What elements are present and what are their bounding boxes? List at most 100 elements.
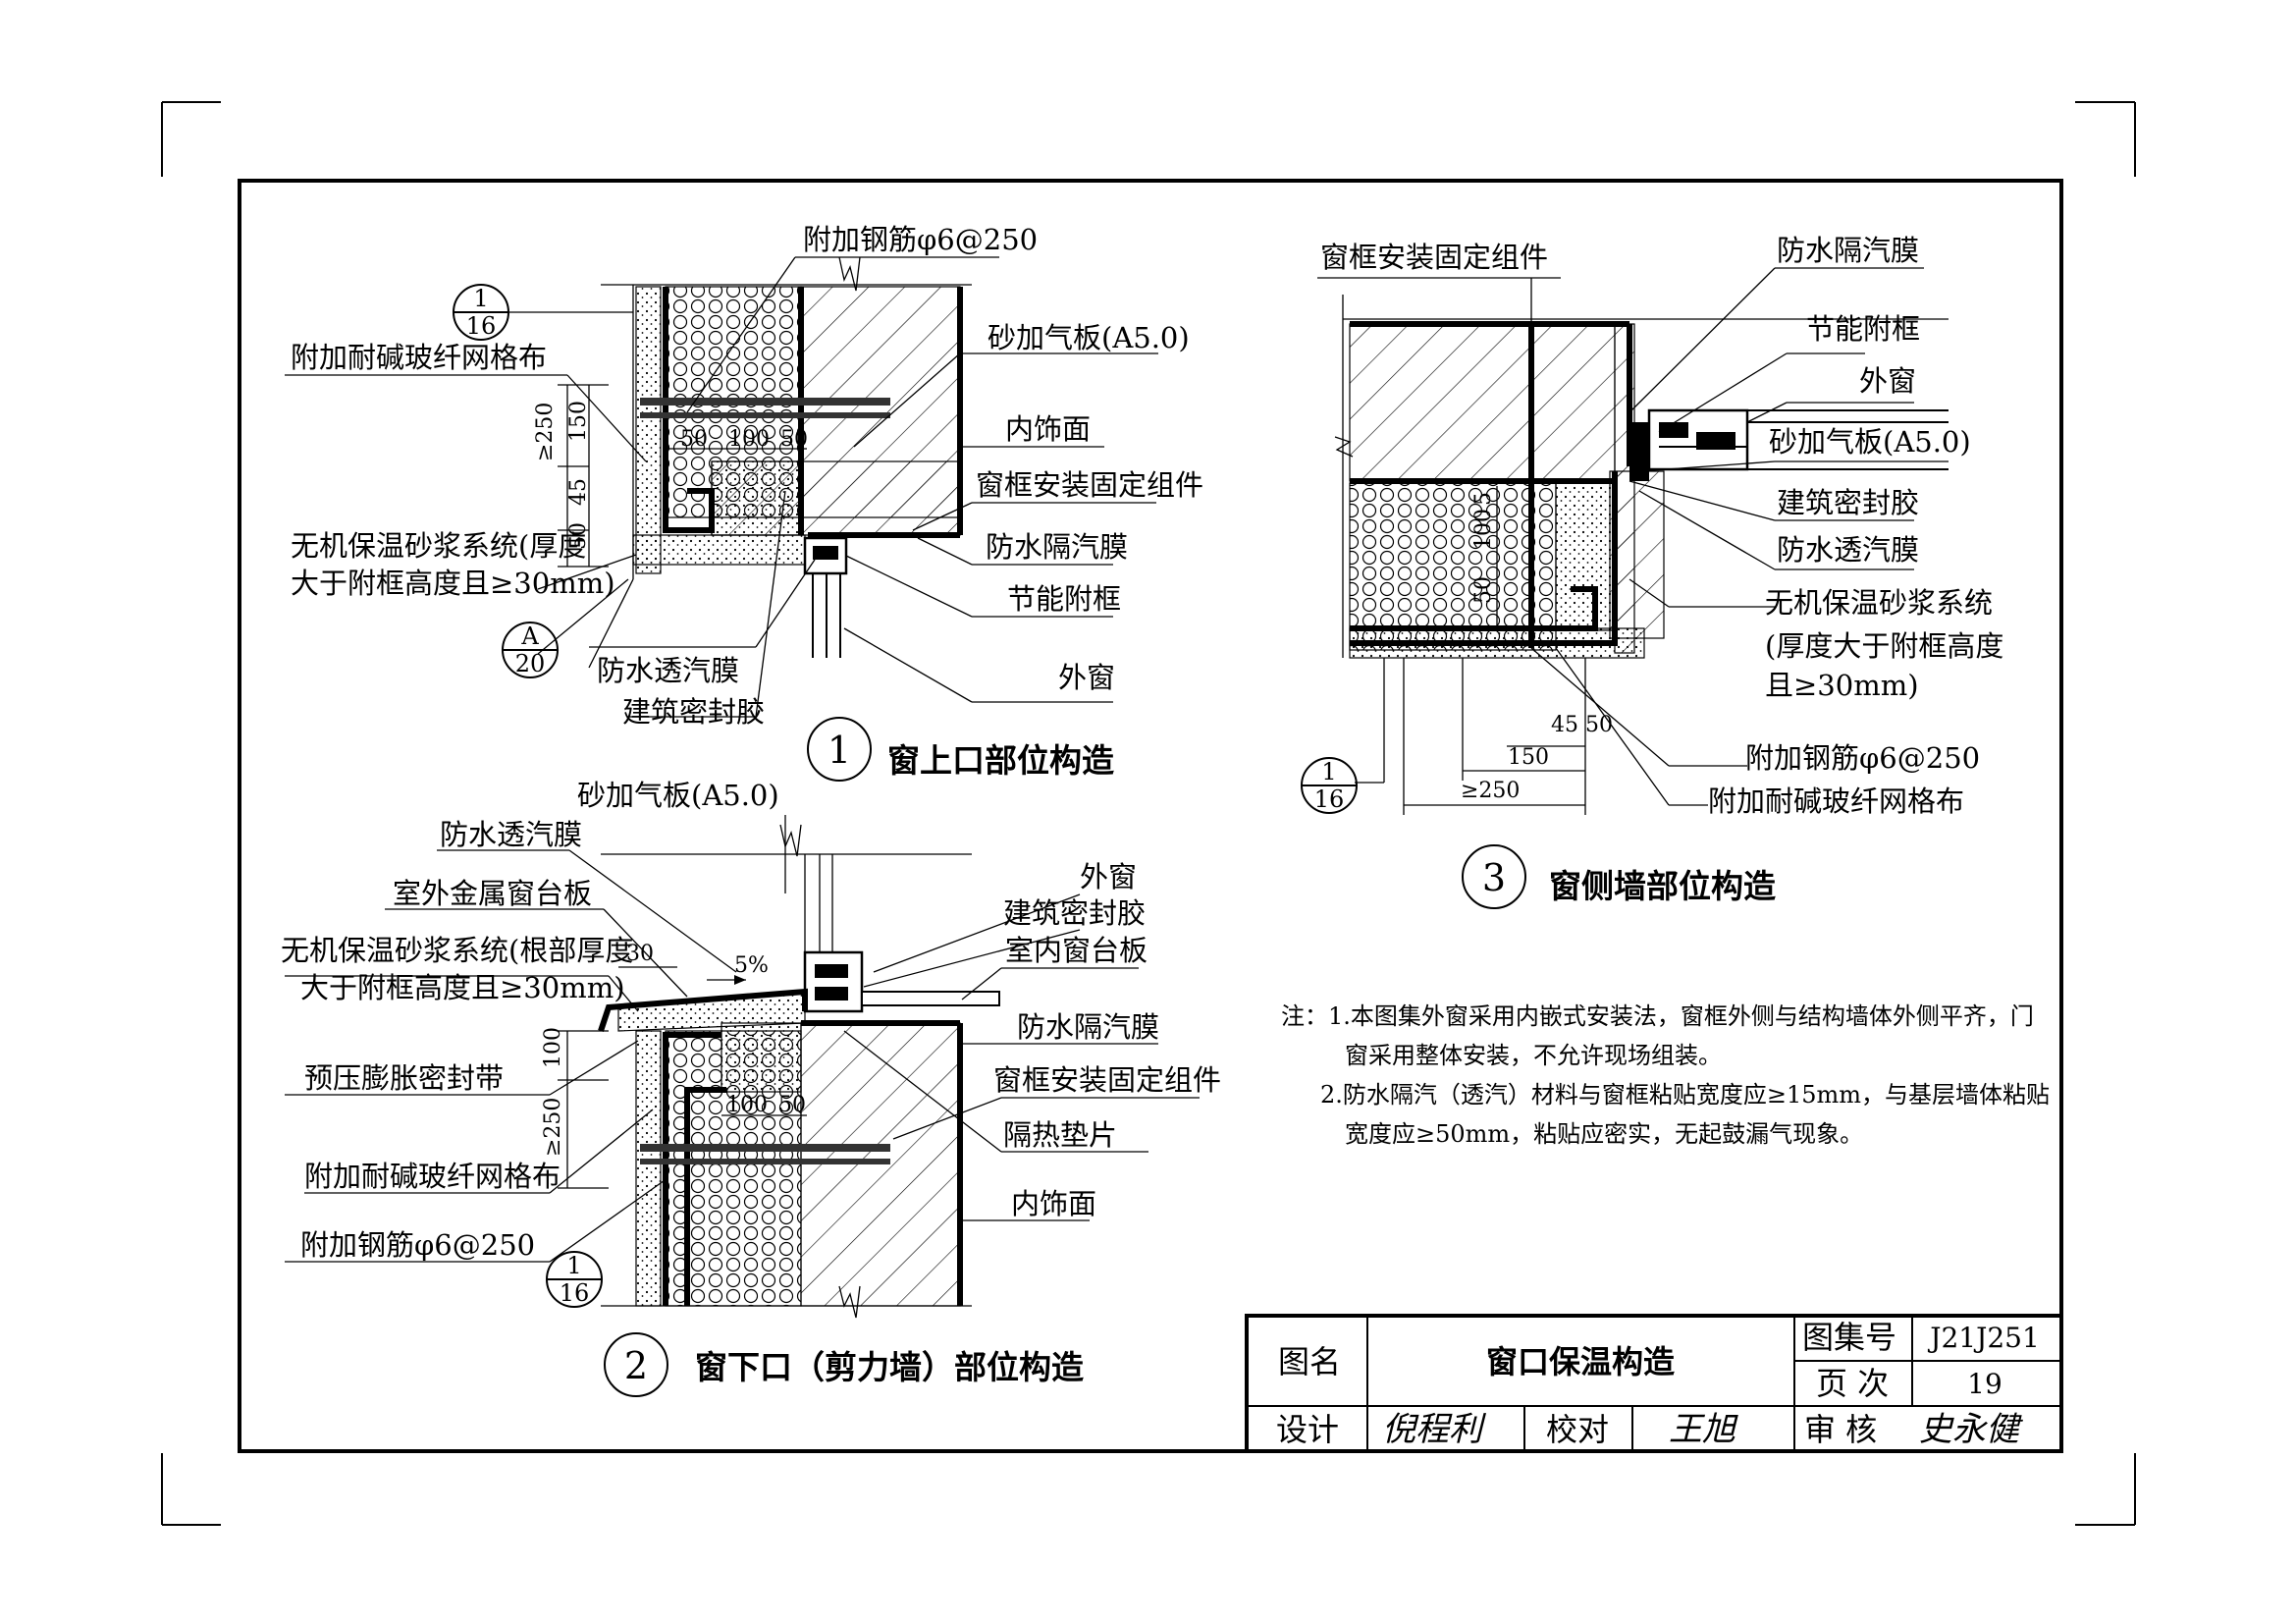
ref-1-top: 1	[473, 285, 488, 312]
dim-v50: 50	[1471, 576, 1496, 604]
dim-45: 45	[566, 478, 591, 506]
tb-design-signature: 倪程利	[1382, 1410, 1487, 1449]
d1-label-interior-finish: 内饰面	[1005, 412, 1091, 446]
detail-3-title: 窗侧墙部位构造	[1549, 867, 1776, 905]
tb-atlas-no: J21J251	[1927, 1322, 2040, 1354]
tb-drawing-name: 窗口保温构造	[1486, 1343, 1675, 1380]
crop-marks	[161, 101, 2136, 1526]
detail-3-dimensions: 50 100 5 45 50 150 ≥250	[1403, 486, 1613, 815]
detail-2-leaders	[285, 815, 1200, 1263]
detail-2-section	[598, 824, 1000, 1319]
d3-label-vapor-barrier: 防水隔汽膜	[1777, 234, 1919, 267]
tb-page: 19	[1967, 1368, 2002, 1400]
dim-100h: 100	[726, 1093, 768, 1117]
title-block: 图名 窗口保温构造 图集号 J21J251 页 次 19 设计 倪程利 校对 王…	[1245, 1314, 2063, 1453]
d2-label-aac-board: 砂加气板(A5.0)	[577, 779, 779, 812]
ref-a-top: A	[520, 622, 539, 650]
d2-label-vapor-barrier: 防水隔汽膜	[1017, 1010, 1159, 1044]
d2-label-outer-window: 外窗	[1080, 860, 1137, 893]
d3-label-frame-fixing: 窗框安装固定组件	[1320, 241, 1548, 274]
ref-3-top: 1	[1321, 758, 1336, 785]
dim-150-3: 150	[1508, 745, 1549, 770]
d2-label-frame-fixing: 窗框安装固定组件	[993, 1063, 1221, 1097]
detail-2-dimensions: 30 5% 100 ≥250 100 50	[541, 942, 807, 1189]
dim-h50a: 50	[680, 427, 708, 452]
tb-page-label: 页 次	[1816, 1365, 1889, 1402]
d3-label-aac-board: 砂加气板(A5.0)	[1769, 425, 1971, 459]
d3-label-sealant: 建筑密封胶	[1777, 486, 1919, 519]
d2-label-rebar: 附加钢筋φ6@250	[300, 1228, 535, 1262]
tb-check-label: 校对	[1546, 1411, 1609, 1448]
dim-h100: 100	[728, 427, 770, 452]
d1-label-sealant: 建筑密封胶	[622, 695, 765, 729]
drawing-frame	[238, 179, 2063, 1453]
d1-label-rebar: 附加钢筋φ6@250	[803, 223, 1038, 256]
detail-3-number: 3	[1482, 856, 1506, 899]
ref-2-top: 1	[566, 1252, 581, 1279]
d3-label-insulation-2: (厚度大于附框高度	[1765, 629, 2003, 663]
detail-3-ref-1-16: 1 16	[1301, 757, 1358, 814]
ref-3-bottom: 16	[1314, 785, 1345, 813]
dim-250-2: ≥250	[541, 1098, 565, 1157]
d1-label-frame-fixing: 窗框安装固定组件	[976, 468, 1203, 502]
d1-label-mesh: 附加耐碱玻纤网格布	[291, 341, 547, 374]
d1-label-vapor-barrier: 防水隔汽膜	[986, 530, 1128, 564]
dim-h50b: 50	[780, 427, 808, 452]
tb-atlas-no-label: 图集号	[1802, 1319, 1896, 1356]
d3-label-mesh: 附加耐碱玻纤网格布	[1708, 784, 1964, 818]
dim-v5: 5	[1471, 492, 1496, 506]
d1-label-aac-board: 砂加气板(A5.0)	[988, 321, 1190, 354]
detail-1-number: 1	[828, 729, 851, 772]
detail-2-ref-1-16: 1 16	[546, 1251, 603, 1308]
detail-2-number: 2	[624, 1344, 648, 1387]
note-line-3: 2.防水隔汽（透汽）材料与窗框粘贴宽度应≥15mm，与基层墙体粘贴	[1320, 1081, 2050, 1109]
dim-v100: 100	[1471, 509, 1496, 550]
ref-2-bottom: 16	[560, 1279, 590, 1307]
dim-50h: 50	[778, 1093, 806, 1117]
detail-1-ref-a-20: A 20	[502, 622, 559, 678]
d1-label-energy-subframe: 节能附框	[1007, 582, 1121, 616]
tb-review-label: 审 核	[1804, 1411, 1877, 1448]
d3-label-insulation-3: 且≥30mm)	[1765, 669, 1919, 702]
d2-label-indoor-sill: 室内窗台板	[1005, 934, 1148, 967]
d2-label-expanding-tape: 预压膨胀密封带	[304, 1061, 504, 1095]
detail-2-title: 窗下口（剪力墙）部位构造	[695, 1348, 1084, 1386]
dim-250: ≥250	[533, 403, 558, 461]
d3-label-rebar: 附加钢筋φ6@250	[1745, 741, 1980, 775]
d1-label-outer-window: 外窗	[1058, 661, 1115, 694]
dim-slope: 5%	[734, 953, 769, 978]
tb-drawing-name-label: 图名	[1278, 1343, 1341, 1380]
d2-label-metal-sill: 室外金属窗台板	[393, 877, 592, 910]
note-line-4: 宽度应≥50mm，粘贴应密实，无起鼓漏气现象。	[1345, 1120, 1863, 1148]
tb-review-signature: 史永健	[1919, 1410, 2023, 1449]
d3-label-breathable-membrane: 防水透汽膜	[1777, 533, 1919, 567]
d1-label-insulation-2: 大于附框高度且≥30mm)	[291, 567, 615, 600]
d3-label-energy-subframe: 节能附框	[1806, 312, 1920, 346]
d2-label-breathable-membrane: 防水透汽膜	[440, 818, 582, 851]
detail-1-window-head: ≥250 150 45 50 50 100 50	[285, 223, 1203, 782]
d3-label-insulation-1: 无机保温砂浆系统	[1765, 586, 1993, 620]
tb-check-signature: 王旭	[1669, 1410, 1738, 1449]
note-line-2: 窗采用整体安装，不允许现场组装。	[1345, 1042, 1722, 1069]
detail-2-window-sill: 30 5% 100 ≥250 100 50	[281, 779, 1221, 1397]
notes: 注：1.本图集外窗采用内嵌式安装法，窗框外侧与结构墙体外侧平齐，门 窗采用整体安…	[1281, 1002, 2050, 1148]
dim-50: 50	[566, 522, 591, 550]
ref-a-bottom: 20	[515, 650, 546, 677]
detail-3-section	[1334, 295, 1949, 659]
d2-label-thermal-pad: 隔热垫片	[1003, 1118, 1117, 1152]
dim-250-3: ≥250	[1461, 779, 1520, 803]
detail-1-section	[588, 256, 972, 669]
dim-150: 150	[566, 401, 591, 442]
d2-label-insulation-1: 无机保温砂浆系统(根部厚度	[281, 934, 633, 967]
d1-label-insulation-1: 无机保温砂浆系统(厚度	[291, 529, 586, 563]
dim-50-3: 50	[1585, 713, 1613, 737]
d3-label-outer-window: 外窗	[1859, 364, 1916, 398]
dim-45-3: 45	[1551, 713, 1578, 737]
detail-1-ref-1-16: 1 16	[453, 284, 633, 341]
detail-1-leaders	[285, 256, 1158, 718]
detail-1-title: 窗上口部位构造	[887, 741, 1114, 780]
detail-1-dimensions: ≥250 150 45 50 50 100 50	[533, 384, 808, 568]
detail-3-leaders	[1317, 267, 1949, 806]
dim-30: 30	[626, 942, 654, 966]
